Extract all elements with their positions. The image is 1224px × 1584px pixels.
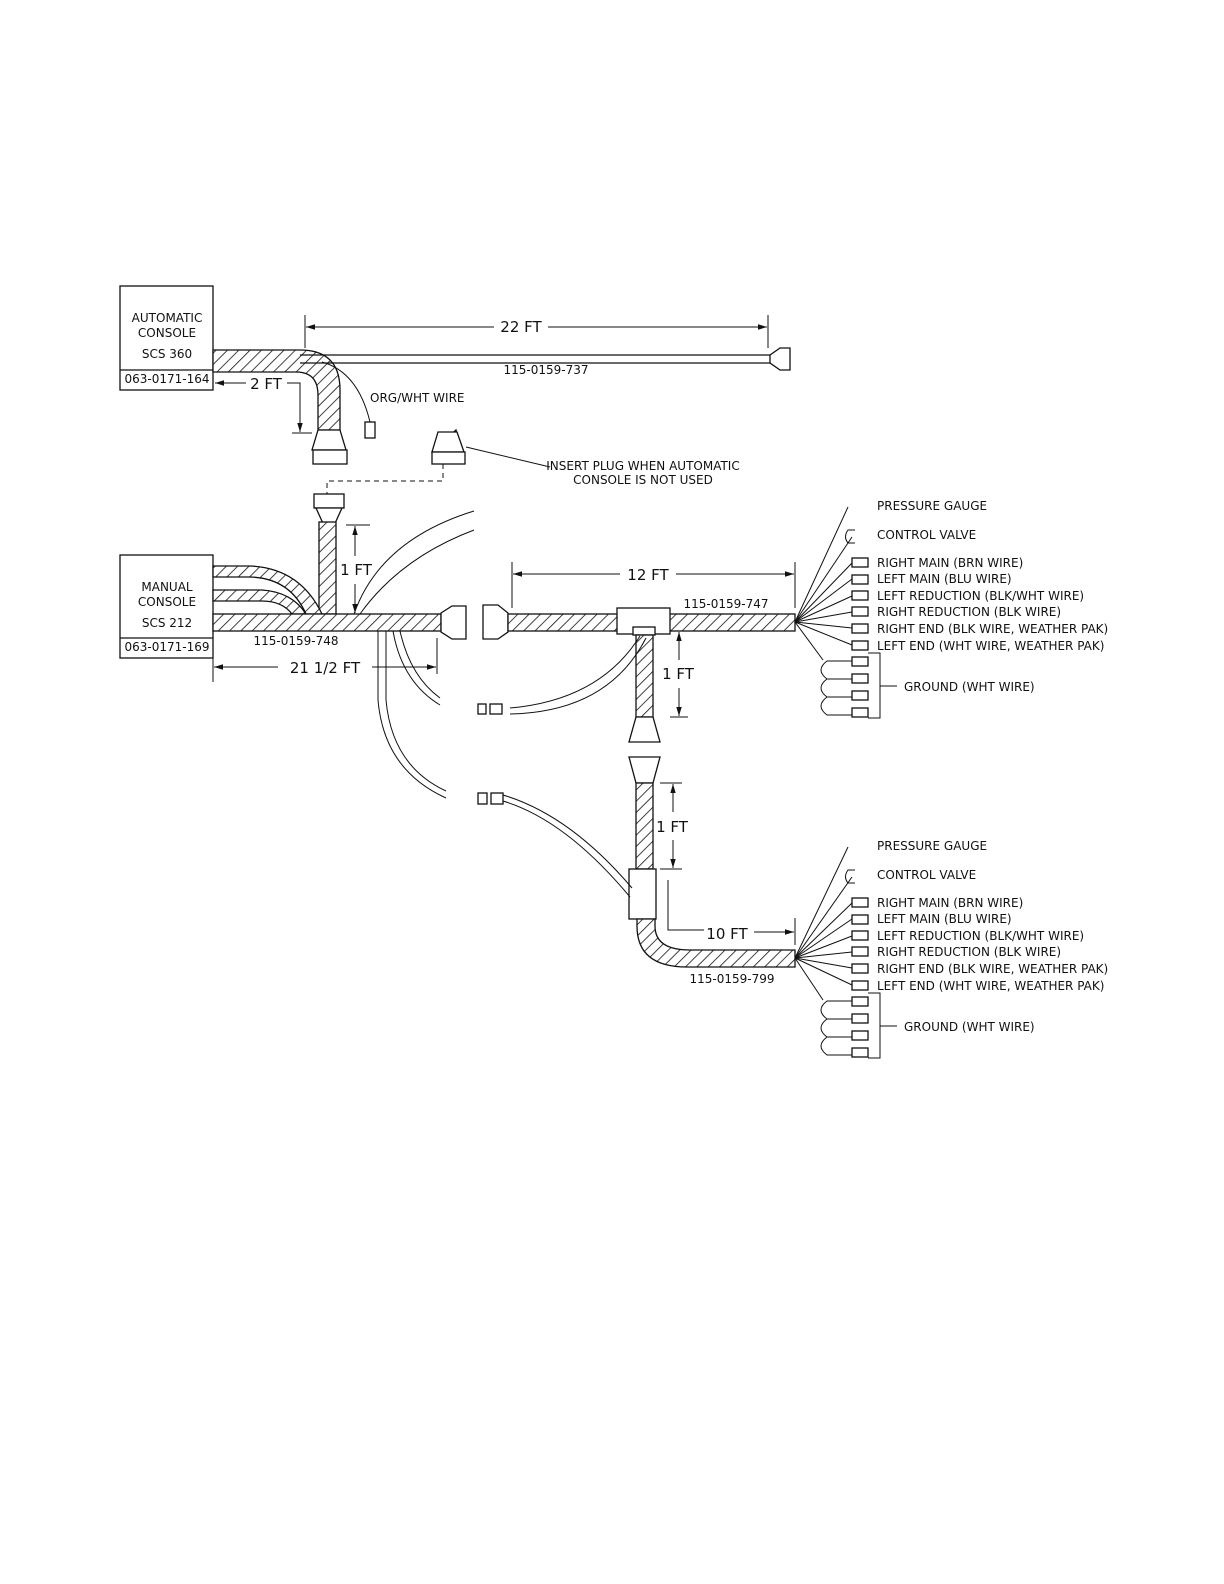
automatic-console-title-1: AUTOMATIC: [132, 311, 203, 325]
insert-plug-note-line1: INSERT PLUG WHEN AUTOMATIC: [546, 459, 739, 473]
lower-pressure-gauge-label: PRESSURE GAUGE: [877, 839, 987, 853]
dimension-21-5ft-label: 21 1/2 FT: [290, 659, 361, 677]
cable-799-label: 115-0159-799: [689, 972, 774, 986]
lower-right-reduction-label: RIGHT REDUCTION (BLK WIRE): [877, 945, 1061, 959]
dimension-21-5ft: 21 1/2 FT: [212, 638, 438, 682]
upper-right-end-label: RIGHT END (BLK WIRE, WEATHER PAK): [877, 622, 1108, 636]
cable-799: [477, 756, 796, 968]
upper-left-main-label: LEFT MAIN (BLU WIRE): [877, 572, 1012, 586]
dimension-1ft-drop: 1 FT: [662, 632, 695, 718]
manual-console-title-2: CONSOLE: [138, 595, 196, 609]
automatic-console: AUTOMATIC CONSOLE SCS 360 063-0171-164: [119, 285, 214, 391]
automatic-console-part-number: 063-0171-164: [124, 372, 209, 386]
dimension-22ft: 22 FT: [304, 315, 769, 348]
lower-right-main-label: RIGHT MAIN (BRN WIRE): [877, 896, 1023, 910]
org-wht-wire-label: ORG/WHT WIRE: [370, 391, 464, 405]
wire-fan-upper: [794, 506, 897, 719]
dimension-1ft-lower-label: 1 FT: [656, 818, 689, 836]
dimension-1ft-riser-label: 1 FT: [340, 561, 373, 579]
cable-748-drop-wires: [377, 630, 447, 799]
upper-control-valve-label: CONTROL VALVE: [877, 528, 976, 542]
insert-plug-note-line2: CONSOLE IS NOT USED: [573, 473, 713, 487]
upper-right-main-label: RIGHT MAIN (BRN WIRE): [877, 556, 1023, 570]
dimension-10ft-label: 10 FT: [706, 925, 748, 943]
upper-left-reduction-label: LEFT REDUCTION (BLK/WHT WIRE): [877, 589, 1084, 603]
upper-ground-label: GROUND (WHT WIRE): [904, 680, 1035, 694]
dimension-12ft: 12 FT: [511, 562, 796, 608]
cable-747-label: 115-0159-747: [683, 597, 768, 611]
lower-left-reduction-label: LEFT REDUCTION (BLK/WHT WIRE): [877, 929, 1084, 943]
dimension-22ft-label: 22 FT: [500, 318, 542, 336]
automatic-console-title-2: CONSOLE: [138, 326, 196, 340]
lower-right-end-label: RIGHT END (BLK WIRE, WEATHER PAK): [877, 962, 1108, 976]
dimension-1ft-drop-label: 1 FT: [662, 665, 695, 683]
dimension-12ft-label: 12 FT: [627, 566, 669, 584]
lower-left-end-label: LEFT END (WHT WIRE, WEATHER PAK): [877, 979, 1104, 993]
automatic-harness-cable: [212, 347, 791, 465]
manual-console: MANUAL CONSOLE SCS 212 063-0171-169: [119, 554, 214, 659]
cable-748: [212, 605, 467, 640]
manual-harness-riser: [313, 493, 345, 615]
dimension-10ft: 10 FT: [667, 880, 796, 945]
manual-console-model: SCS 212: [142, 616, 192, 630]
upper-left-end-label: LEFT END (WHT WIRE, WEATHER PAK): [877, 639, 1104, 653]
wire-fan-lower: [794, 846, 897, 1059]
lower-ground-label: GROUND (WHT WIRE): [904, 1020, 1035, 1034]
dimension-2ft: 2 FT: [215, 375, 312, 434]
upper-pressure-gauge-label: PRESSURE GAUGE: [877, 499, 987, 513]
dimension-1ft-riser: 1 FT: [340, 524, 373, 613]
lower-left-main-label: LEFT MAIN (BLU WIRE): [877, 912, 1012, 926]
wire-labels-upper: PRESSURE GAUGE CONTROL VALVE RIGHT MAIN …: [877, 499, 1108, 694]
insert-plug: [326, 428, 551, 494]
automatic-console-model: SCS 360: [142, 347, 192, 361]
cable-737-label: 115-0159-737: [503, 363, 588, 377]
manual-console-part-number: 063-0171-169: [124, 640, 209, 654]
manual-console-title-1: MANUAL: [141, 580, 193, 594]
wire-labels-lower: PRESSURE GAUGE CONTROL VALVE RIGHT MAIN …: [877, 839, 1108, 1034]
lower-control-valve-label: CONTROL VALVE: [877, 868, 976, 882]
dimension-2ft-label: 2 FT: [250, 375, 283, 393]
cable-748-label: 115-0159-748: [253, 634, 338, 648]
upper-right-reduction-label: RIGHT REDUCTION (BLK WIRE): [877, 605, 1061, 619]
dimension-1ft-lower: 1 FT: [656, 782, 689, 870]
cable-747: [477, 604, 796, 743]
